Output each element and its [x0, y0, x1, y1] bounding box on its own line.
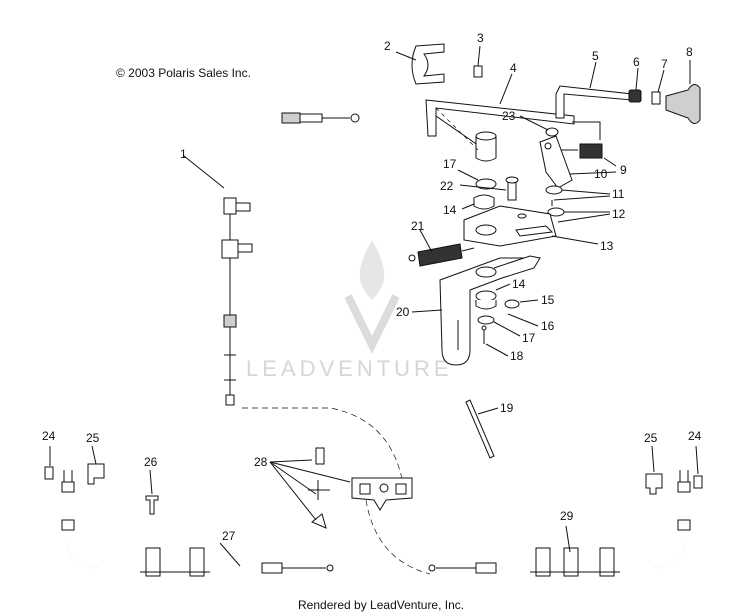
callout-10: 10 — [594, 167, 608, 181]
part-28-hardware — [269, 447, 413, 529]
callout-24-right: 24 — [688, 429, 702, 443]
part-5-rod — [555, 61, 633, 119]
callout-17-upper: 17 — [443, 157, 457, 171]
callout-26: 26 — [144, 455, 158, 469]
callout-18: 18 — [510, 349, 524, 363]
part-9-spring — [560, 121, 617, 167]
part-19-rod — [465, 399, 499, 459]
right-parts-24-25 — [645, 445, 703, 495]
part-27-cable — [61, 470, 334, 577]
part-29-cable — [428, 470, 691, 577]
callout-17-lower: 17 — [522, 331, 536, 345]
callout-11: 11 — [612, 187, 625, 201]
part-14-17-22-upper — [457, 115, 559, 210]
callout-2: 2 — [384, 39, 391, 53]
part-2-u-clip — [395, 43, 445, 85]
part-13-plate — [463, 205, 599, 247]
part-11-12-washers — [545, 185, 611, 223]
callout-labels: 1 2 3 4 5 6 7 8 9 10 11 12 13 14 14 15 1… — [42, 31, 702, 543]
callout-22: 22 — [440, 179, 454, 193]
leadventure-watermark: LEADVENTURE — [246, 240, 453, 381]
part-8-handle — [665, 60, 701, 124]
callout-16: 16 — [541, 319, 555, 333]
part-4-rod — [425, 73, 575, 149]
callout-27: 27 — [222, 529, 236, 543]
callout-24-left: 24 — [42, 429, 56, 443]
part-1-brake-cable — [183, 112, 360, 406]
copyright-text: © 2003 Polaris Sales Inc. — [116, 66, 251, 80]
callout-20: 20 — [396, 305, 410, 319]
part-20-bracket — [411, 255, 541, 366]
callout-25-left: 25 — [86, 431, 100, 445]
callout-21: 21 — [411, 219, 425, 233]
callout-14-lower: 14 — [512, 277, 526, 291]
part-21-spring — [408, 229, 475, 267]
callout-25-right: 25 — [644, 431, 658, 445]
callout-5: 5 — [592, 49, 599, 63]
callout-13: 13 — [600, 239, 614, 253]
watermark-text: LEADVENTURE — [246, 356, 453, 381]
callout-4: 4 — [510, 61, 517, 75]
callout-15: 15 — [541, 293, 555, 307]
callout-1: 1 — [180, 147, 187, 161]
callout-19: 19 — [500, 401, 514, 415]
part-7-bushing — [651, 69, 665, 105]
dashed-guides — [242, 107, 479, 575]
part-3-nut — [473, 45, 483, 78]
callout-6: 6 — [633, 55, 640, 69]
callout-29: 29 — [560, 509, 574, 523]
callout-12: 12 — [612, 207, 626, 221]
left-parts-24-25-26 — [44, 445, 159, 515]
callout-28: 28 — [254, 455, 268, 469]
footer-text: Rendered by LeadVenture, Inc. — [298, 598, 464, 612]
callout-3: 3 — [477, 31, 484, 45]
callout-7: 7 — [661, 57, 668, 71]
callout-14-upper: 14 — [443, 203, 457, 217]
part-14-17-18-lower — [475, 283, 539, 357]
callout-8: 8 — [686, 45, 693, 59]
callout-23: 23 — [502, 109, 516, 123]
part-6-knob — [628, 67, 642, 103]
part-10-plate — [539, 135, 617, 189]
callout-9: 9 — [620, 163, 627, 177]
